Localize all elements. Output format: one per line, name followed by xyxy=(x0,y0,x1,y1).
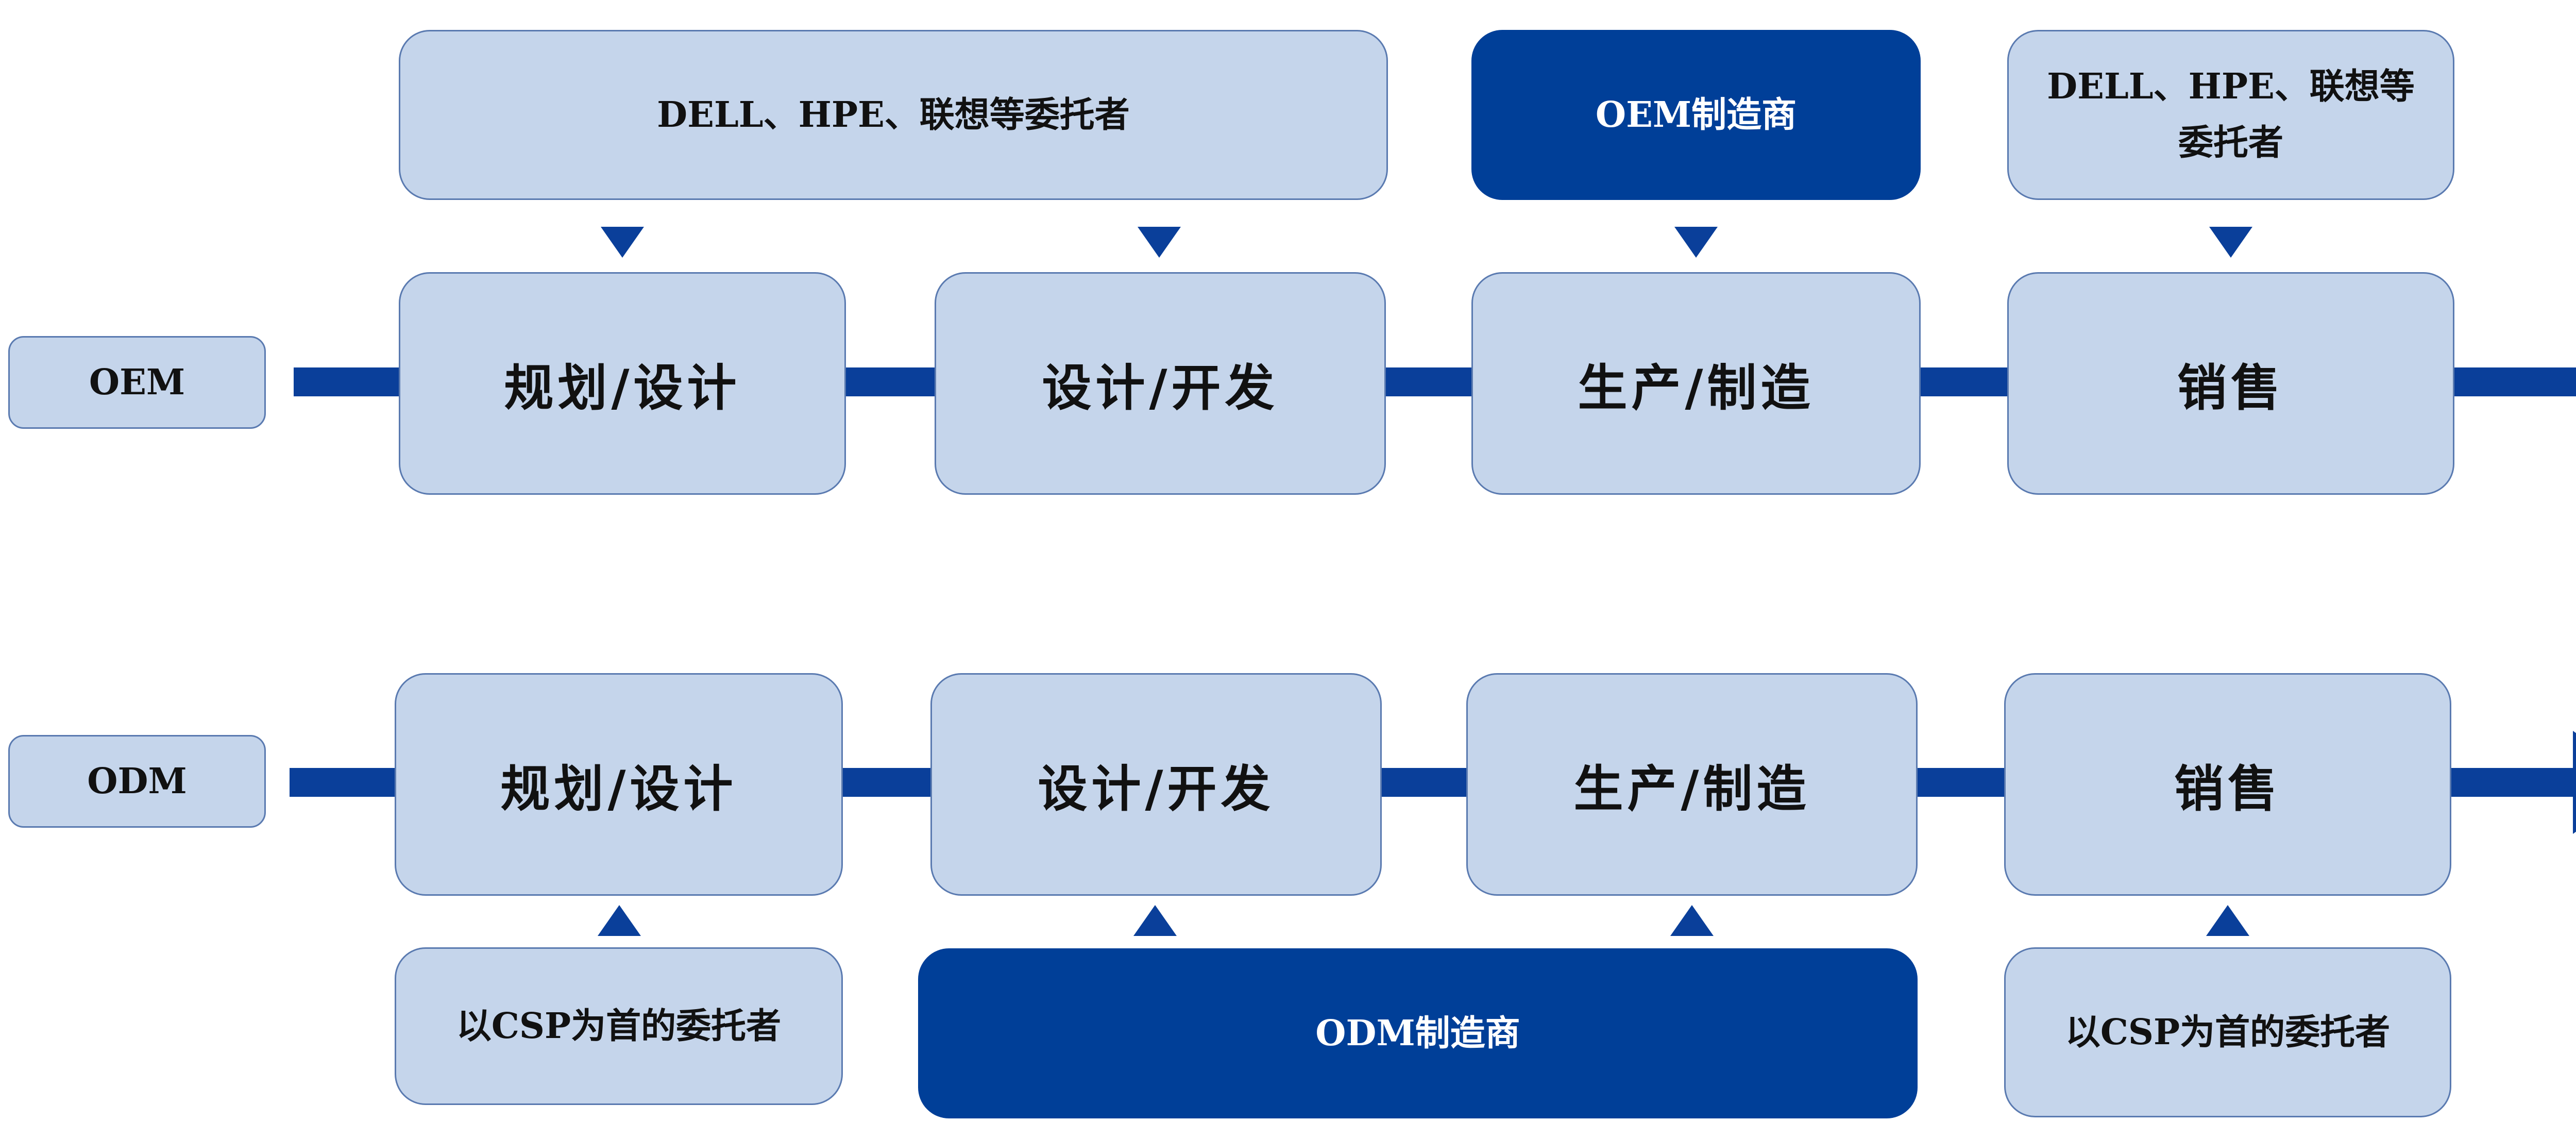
odm-row-label: ODM xyxy=(8,735,266,828)
odm-plan-clients-box: 以CSP为首的委托者 xyxy=(395,947,843,1105)
oem-pointer-down-icon xyxy=(601,227,644,258)
oem-sales-clients-box: DELL、HPE、联想等委托者 xyxy=(2007,30,2454,200)
oem-stage-development: 设计/开发 xyxy=(935,272,1386,495)
odm-pointer-up-icon xyxy=(1133,905,1177,936)
odm-manufacturer-box: ODM制造商 xyxy=(918,948,1918,1118)
oem-stage-manufacturing: 生产/制造 xyxy=(1471,272,1921,495)
odm-pointer-up-icon xyxy=(2206,905,2249,936)
odm-pointer-up-icon xyxy=(598,905,641,936)
oem-pointer-down-icon xyxy=(2209,227,2252,258)
odm-flow-arrowhead xyxy=(2573,731,2576,834)
odm-stage-planning: 规划/设计 xyxy=(395,673,843,896)
odm-pointer-up-icon xyxy=(1670,905,1714,936)
oem-clients-box: DELL、HPE、联想等委托者 xyxy=(399,30,1388,200)
odm-stage-sales: 销售 xyxy=(2004,673,2451,896)
odm-sales-clients-box: 以CSP为首的委托者 xyxy=(2004,947,2451,1117)
oem-row-label: OEM xyxy=(8,336,266,429)
oem-pointer-down-icon xyxy=(1138,227,1181,258)
oem-stage-sales: 销售 xyxy=(2007,272,2454,495)
odm-stage-development: 设计/开发 xyxy=(930,673,1382,896)
oem-pointer-down-icon xyxy=(1674,227,1718,258)
oem-stage-planning: 规划/设计 xyxy=(399,272,846,495)
oem-manufacturer-box: OEM制造商 xyxy=(1471,30,1921,200)
odm-stage-manufacturing: 生产/制造 xyxy=(1466,673,1918,896)
